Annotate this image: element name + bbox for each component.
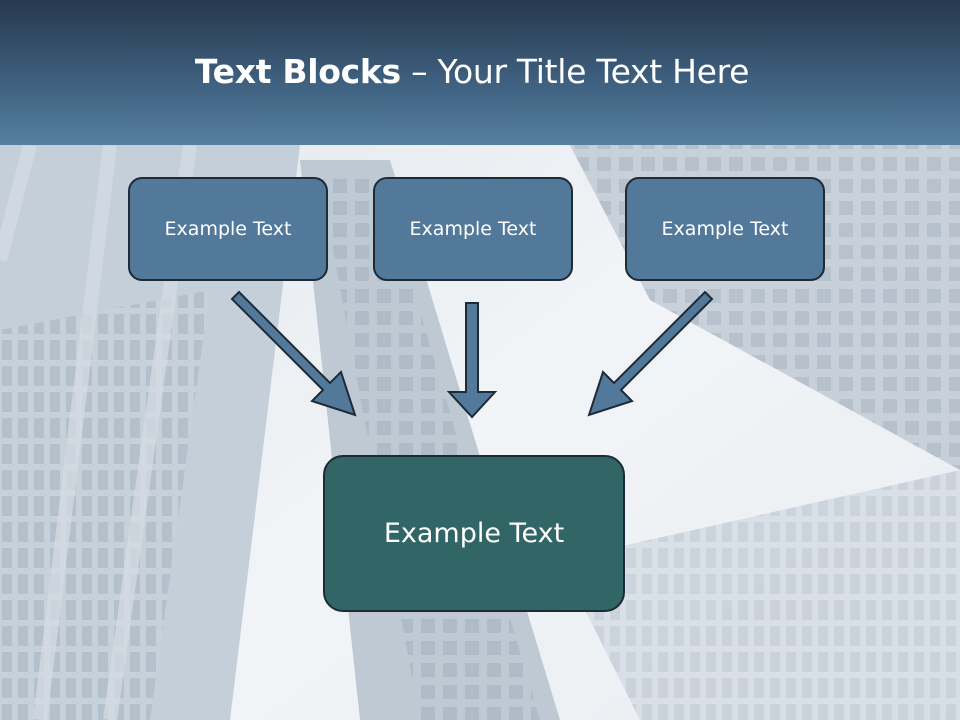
text-block-2-label: Example Text	[409, 218, 537, 240]
arrow-center	[446, 302, 498, 419]
title-banner	[0, 0, 960, 145]
text-block-3[interactable]: Example Text	[625, 177, 825, 281]
arrow-left	[230, 290, 357, 417]
title-bold: Text Blocks	[194, 52, 401, 91]
title-rest: – Your Title Text Here	[400, 52, 750, 91]
text-block-2[interactable]: Example Text	[373, 177, 573, 281]
arrow-right	[587, 290, 714, 417]
text-block-1-label: Example Text	[164, 218, 292, 240]
text-block-1[interactable]: Example Text	[128, 177, 328, 281]
text-block-3-label: Example Text	[661, 218, 789, 240]
slide-title: Text Blocks – Your Title Text Here	[0, 52, 944, 91]
main-text-block-label: Example Text	[383, 518, 565, 549]
main-text-block[interactable]: Example Text	[323, 455, 625, 612]
